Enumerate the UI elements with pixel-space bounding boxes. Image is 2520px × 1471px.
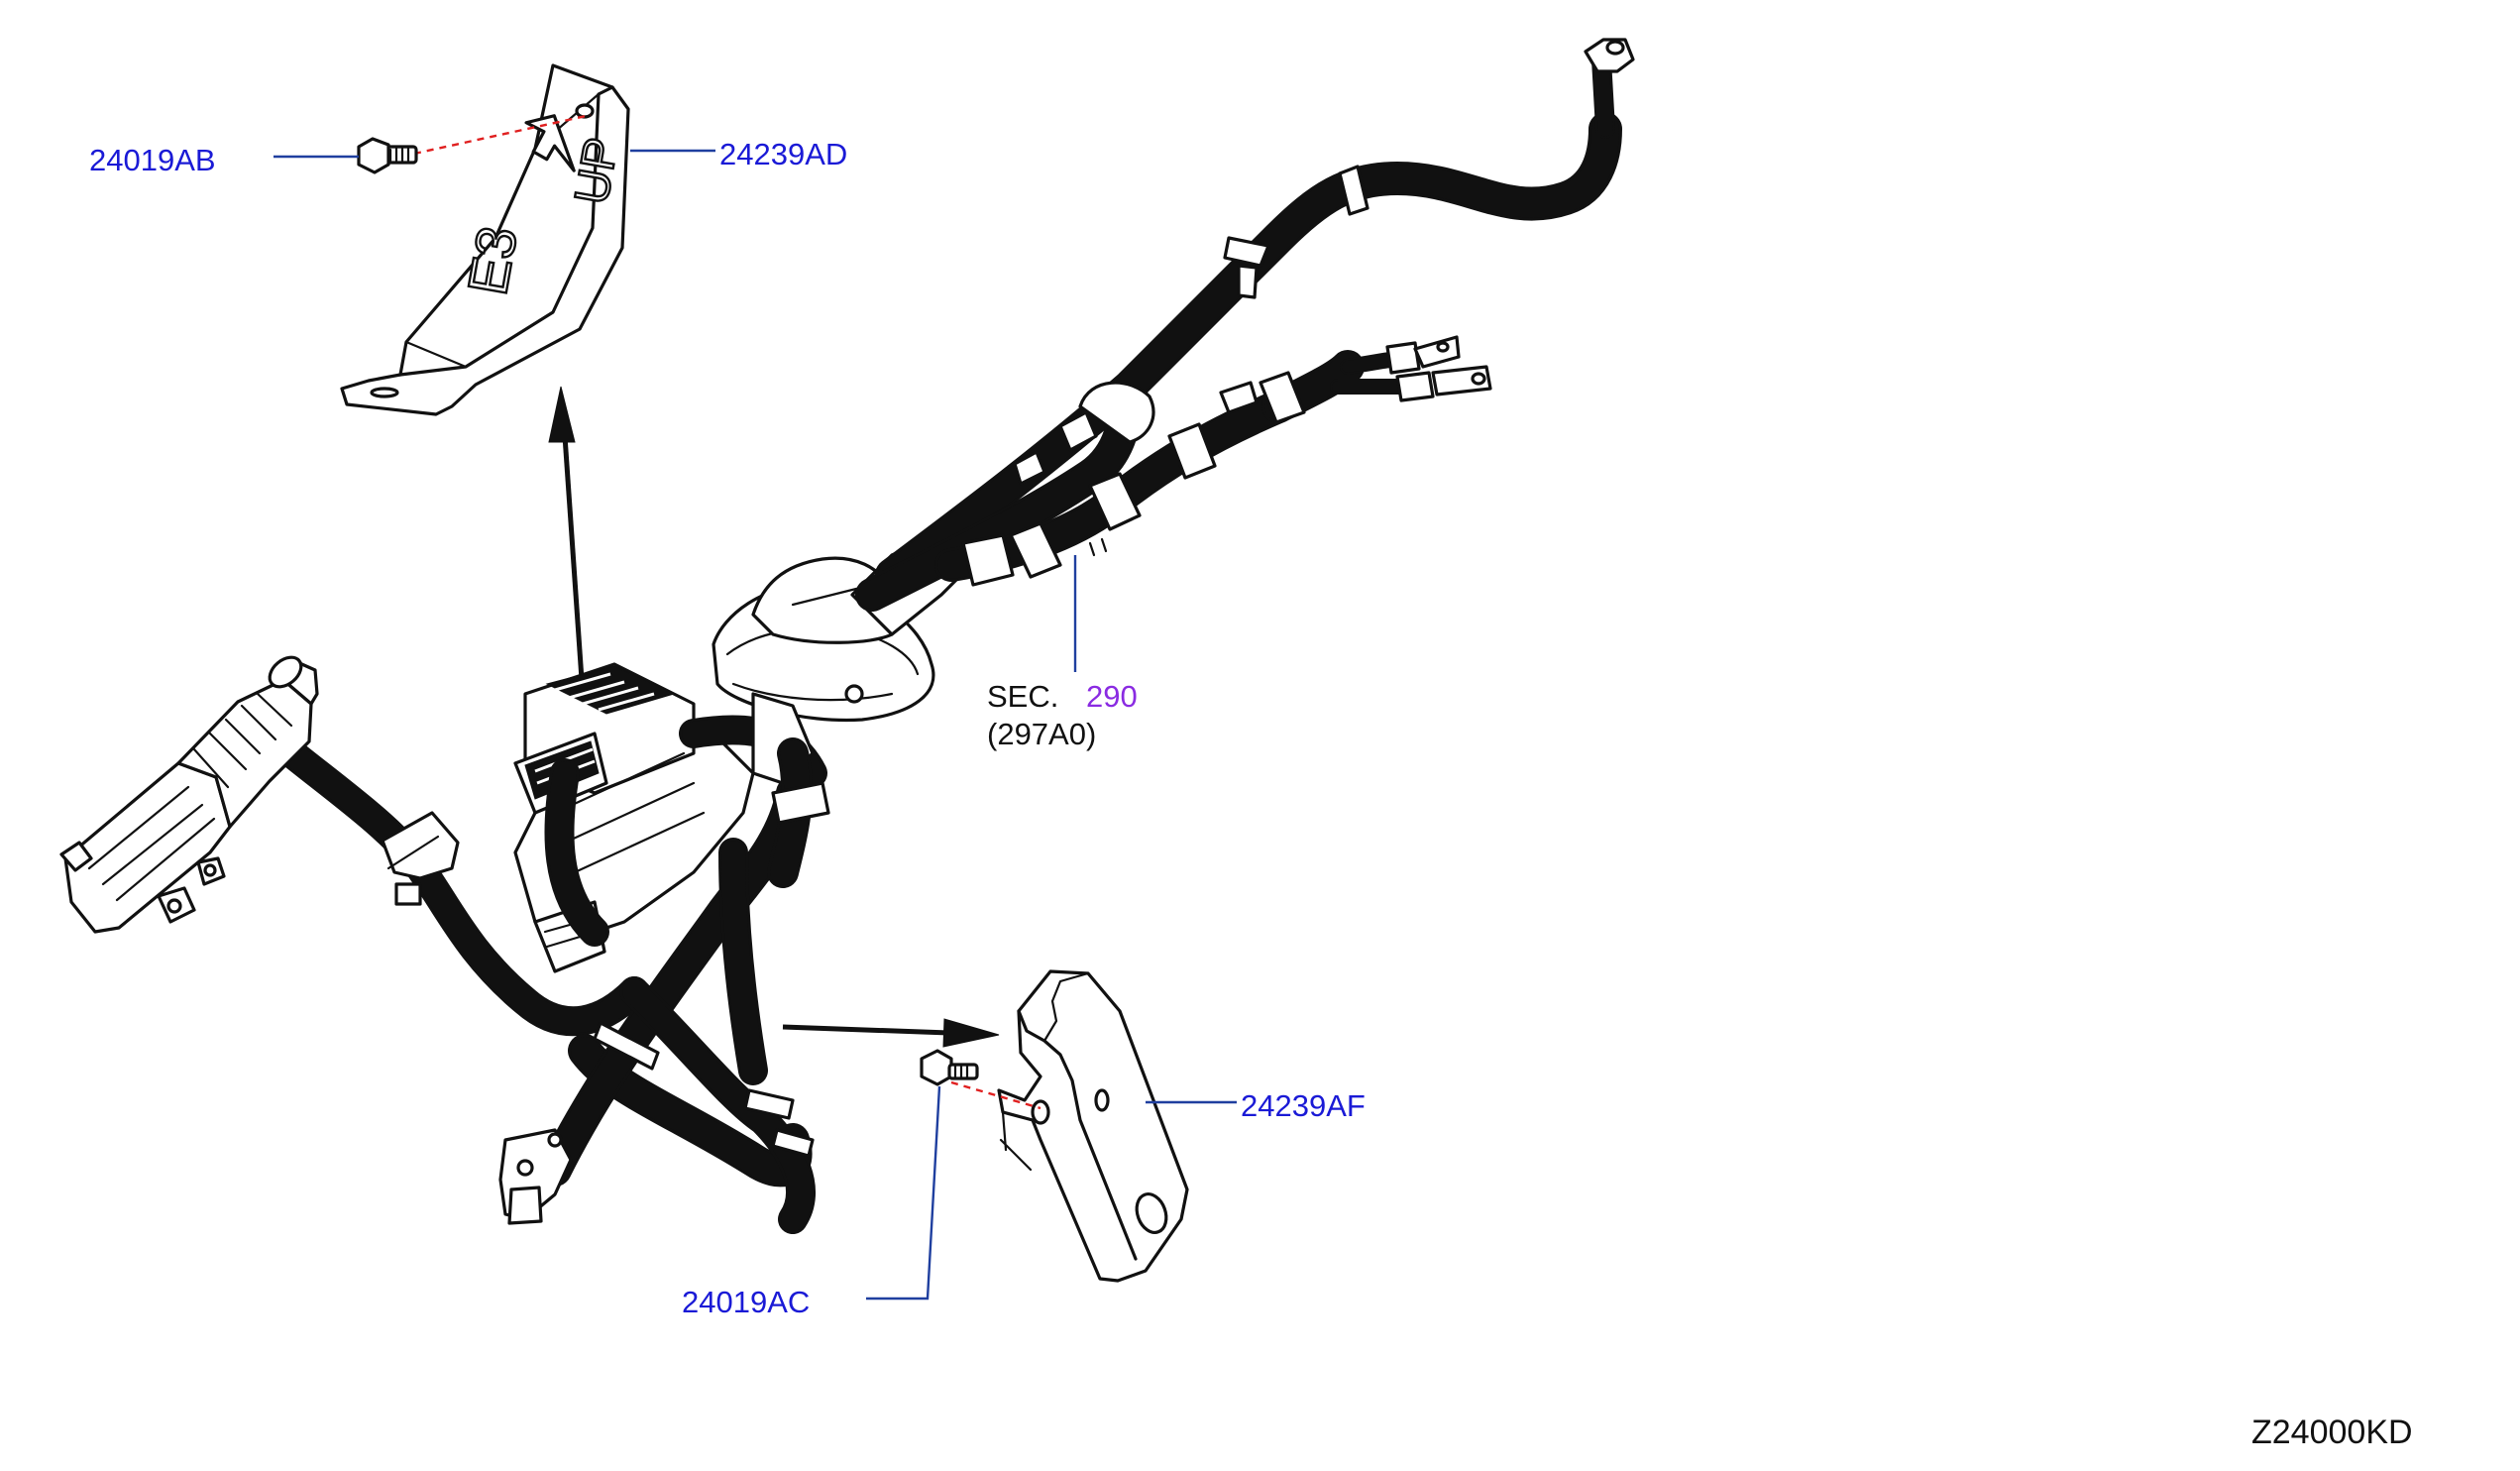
leader-lines [274,149,1237,1301]
lower-bracket-arrow [782,1018,1000,1048]
upper-harness [855,38,1635,612]
harness-main [253,719,816,1234]
upper-bolt [357,113,592,174]
drawing-id: Z24000KD [2251,1414,2413,1451]
part-label-lower-bolt[interactable]: 24019AC [682,1285,811,1319]
section-prefix-label: SEC. [987,679,1059,714]
left-connector [59,655,319,934]
part-label-upper-bolt[interactable]: 24019AB [89,143,216,177]
section-link[interactable]: 290 [1086,679,1138,714]
bracket-stamp: E3 [456,222,529,299]
part-label-upper-bracket[interactable]: 24239AD [719,137,848,171]
upper-bracket-arrow [548,386,586,695]
section-sub-label: (297A0) [987,717,1097,751]
bracket-up-mark: UP [566,134,629,208]
lower-bolt [920,1049,1041,1110]
lower-bracket [997,969,1189,1283]
grommet [712,523,983,888]
part-label-lower-bracket[interactable]: 24239AF [1241,1088,1366,1123]
upper-bracket: E3 UP [340,63,630,416]
